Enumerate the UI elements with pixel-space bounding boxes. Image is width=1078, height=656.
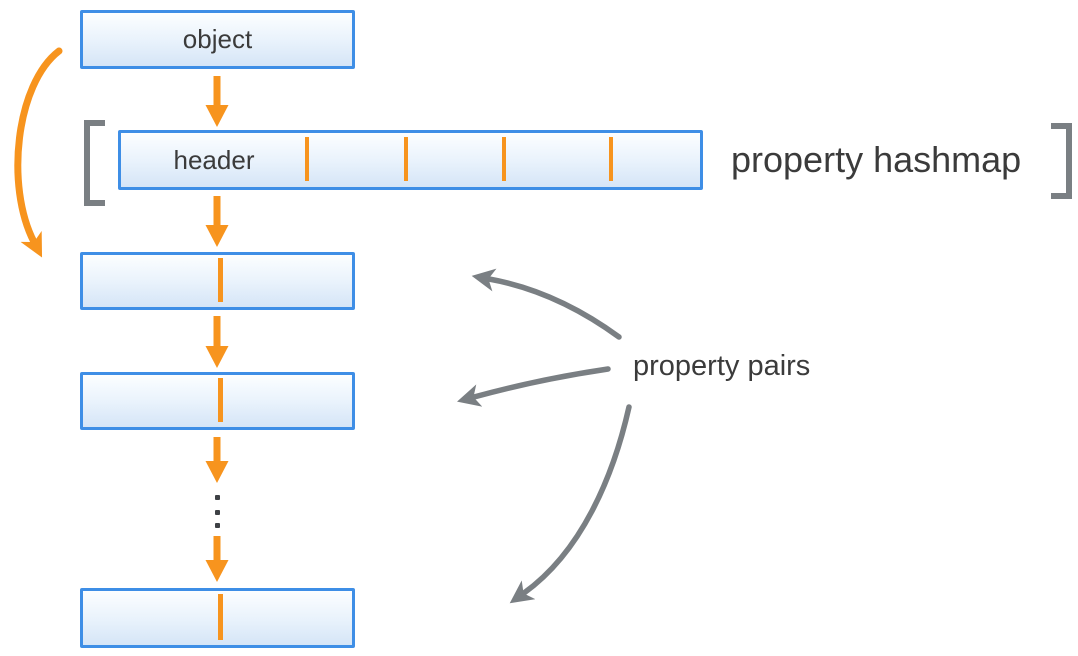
property-pairs-annotation: property pairs [633, 350, 811, 382]
object-box-label: object [182, 24, 253, 54]
pairs-arrow-top [471, 268, 622, 340]
property-pair-box-3 [80, 588, 355, 648]
arrow-pair1-to-pair2 [205, 316, 229, 368]
left-bracket [84, 120, 105, 206]
pair-divider [218, 594, 223, 640]
property-pair-box-2 [80, 372, 355, 430]
hashmap-header-label: header [173, 144, 255, 175]
hashmap-header-box: header [118, 130, 703, 190]
curved-arrow-object-to-pairs [14, 47, 63, 258]
hashmap-cell-divider [502, 137, 506, 181]
arrow-hashmap-to-pair1 [205, 196, 229, 247]
hashmap-cell-divider [305, 137, 309, 181]
hashmap-cell-divider [404, 137, 408, 181]
pairs-arrow-bottom [509, 404, 632, 604]
arrow-ellipsis-to-pair3 [205, 536, 229, 582]
property-pair-box-1 [80, 252, 355, 310]
vertical-ellipsis-icon [215, 495, 220, 528]
hashmap-header-cell: header [121, 133, 307, 187]
pair-divider [218, 258, 223, 302]
pair-divider [218, 378, 223, 422]
arrow-pair2-to-ellipsis [205, 437, 229, 483]
arrow-object-to-hashmap [205, 76, 229, 127]
hashmap-cell-divider [609, 137, 613, 181]
object-box: object [80, 10, 355, 69]
right-bracket [1051, 123, 1072, 199]
hashmap-annotation: property hashmap [731, 139, 1022, 180]
pairs-arrow-middle [457, 366, 611, 407]
